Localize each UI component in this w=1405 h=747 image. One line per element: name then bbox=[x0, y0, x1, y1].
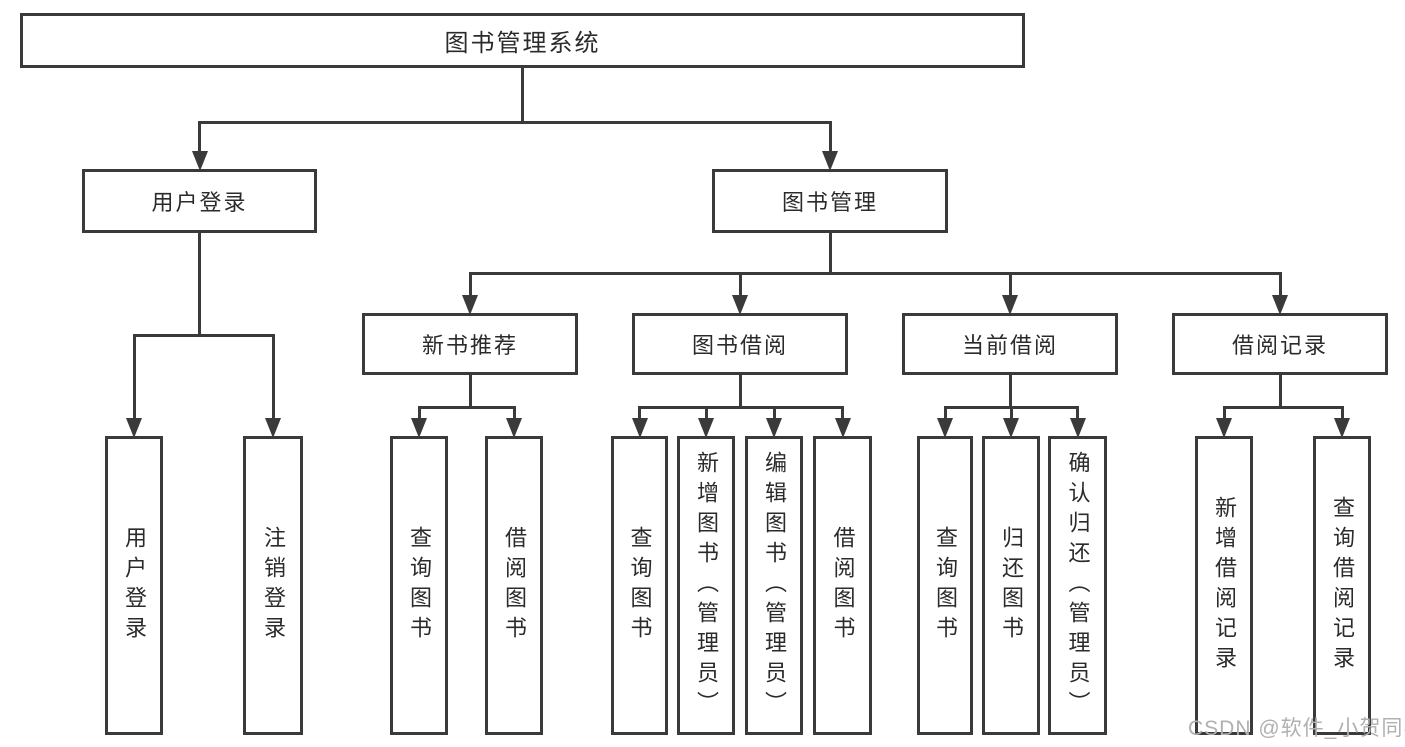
node-borrow-records: 借阅记录 bbox=[1172, 313, 1388, 375]
connector-drop-leaf-user-login bbox=[132, 333, 136, 420]
connector-stem-book-borrow bbox=[738, 375, 742, 407]
arrowhead-leaf-bb-borrow bbox=[834, 418, 851, 438]
node-label-current-borrow: 当前借阅 bbox=[961, 333, 1058, 358]
connector-drop-borrow-records bbox=[1278, 271, 1282, 297]
connector-drop-leaf-cb-query bbox=[943, 405, 947, 420]
node-label-leaf-rec-add: 新增借阅记录 bbox=[1212, 495, 1237, 676]
arrowhead-leaf-bb-add bbox=[698, 418, 714, 438]
node-label-leaf-bb-add: 新增图书（管理员） bbox=[694, 450, 719, 721]
node-label-leaf-user-login: 用户登录 bbox=[122, 525, 147, 646]
node-book-borrow: 图书借阅 bbox=[632, 313, 848, 375]
node-label-leaf-bb-borrow: 借阅图书 bbox=[830, 525, 856, 646]
node-leaf-logout: 注销登录 bbox=[243, 436, 303, 735]
connector-drop-leaf-cb-confirm bbox=[1076, 405, 1079, 420]
arrowhead-leaf-rec-query bbox=[1334, 418, 1350, 438]
connector-drop-leaf-nb-borrow bbox=[512, 405, 516, 420]
arrowhead-user-login bbox=[191, 151, 208, 171]
connector-drop-book-borrow bbox=[738, 271, 742, 297]
node-leaf-user-login: 用户登录 bbox=[105, 436, 163, 735]
node-label-book-borrow: 图书借阅 bbox=[691, 333, 788, 358]
node-label-new-book: 新书推荐 bbox=[421, 333, 518, 358]
node-leaf-nb-query: 查询图书 bbox=[390, 436, 448, 735]
connector-rail-borrow-records bbox=[1222, 405, 1344, 409]
connector-drop-current-borrow bbox=[1008, 271, 1012, 297]
connector-drop-user-login bbox=[198, 120, 201, 153]
node-user-login: 用户登录 bbox=[82, 169, 317, 233]
csdn-watermark: CSDN @软件_小贺同学 bbox=[1188, 717, 1405, 740]
node-leaf-cb-return: 归还图书 bbox=[982, 436, 1040, 735]
node-leaf-cb-query: 查询图书 bbox=[917, 436, 973, 735]
connector-stem-borrow-records bbox=[1278, 375, 1282, 407]
node-label-leaf-bb-query: 查询图书 bbox=[627, 525, 653, 646]
connector-drop-leaf-cb-return bbox=[1009, 405, 1013, 420]
connector-stem-new-book bbox=[468, 375, 472, 407]
connector-drop-leaf-bb-query bbox=[638, 405, 641, 420]
node-label-leaf-rec-query: 查询借阅记录 bbox=[1330, 495, 1355, 676]
connector-drop-leaf-rec-add bbox=[1222, 405, 1226, 420]
node-root: 图书管理系统 bbox=[20, 13, 1025, 68]
connector-stem-root bbox=[521, 68, 524, 122]
arrowhead-leaf-bb-query bbox=[631, 418, 648, 438]
connector-stem-current-borrow bbox=[1008, 375, 1012, 407]
node-label-user-login: 用户登录 bbox=[151, 190, 248, 215]
arrowhead-book-mgmt bbox=[822, 151, 838, 171]
node-leaf-rec-add: 新增借阅记录 bbox=[1195, 436, 1253, 735]
arrowhead-leaf-cb-confirm bbox=[1069, 418, 1086, 438]
connector-drop-leaf-logout bbox=[271, 333, 275, 420]
node-leaf-bb-edit: 编辑图书（管理员） bbox=[745, 436, 803, 735]
connector-rail-book-mgmt bbox=[468, 271, 1282, 275]
arrowhead-leaf-nb-borrow bbox=[506, 418, 522, 438]
connector-drop-leaf-nb-query bbox=[417, 405, 421, 420]
node-label-leaf-nb-borrow: 借阅图书 bbox=[502, 525, 527, 646]
node-current-borrow: 当前借阅 bbox=[902, 313, 1118, 375]
node-label-leaf-logout: 注销登录 bbox=[261, 525, 286, 646]
connector-rail-new-book bbox=[417, 405, 516, 409]
arrowhead-leaf-user-login bbox=[126, 418, 142, 438]
connector-drop-new-book bbox=[468, 271, 472, 297]
node-label-leaf-cb-confirm: 确认归还（管理员） bbox=[1065, 450, 1091, 721]
connector-drop-leaf-bb-edit bbox=[772, 405, 776, 420]
connector-drop-leaf-bb-borrow bbox=[841, 405, 844, 420]
arrowhead-borrow-records bbox=[1272, 295, 1288, 315]
connector-stem-book-mgmt bbox=[828, 233, 832, 273]
node-label-borrow-records: 借阅记录 bbox=[1231, 333, 1328, 358]
connector-drop-leaf-bb-add bbox=[704, 405, 708, 420]
node-label-leaf-cb-return: 归还图书 bbox=[999, 525, 1024, 646]
arrowhead-leaf-logout bbox=[265, 418, 281, 438]
node-leaf-bb-borrow: 借阅图书 bbox=[813, 436, 872, 735]
arrowhead-new-book bbox=[462, 295, 478, 315]
connector-stem-user-login bbox=[198, 233, 201, 335]
arrowhead-book-borrow bbox=[732, 295, 748, 315]
arrowhead-current-borrow bbox=[1002, 295, 1018, 315]
connector-drop-leaf-rec-query bbox=[1340, 405, 1344, 420]
node-book-mgmt: 图书管理 bbox=[712, 169, 948, 233]
node-label-leaf-cb-query: 查询图书 bbox=[933, 525, 958, 646]
node-new-book: 新书推荐 bbox=[362, 313, 578, 375]
node-label-leaf-nb-query: 查询图书 bbox=[407, 525, 432, 646]
connector-rail-user-login bbox=[132, 333, 275, 337]
connector-rail-root bbox=[198, 120, 832, 124]
node-leaf-bb-add: 新增图书（管理员） bbox=[677, 436, 735, 735]
node-label-book-mgmt: 图书管理 bbox=[781, 190, 878, 215]
arrowhead-leaf-bb-edit bbox=[766, 418, 782, 438]
arrowhead-leaf-nb-query bbox=[411, 418, 427, 438]
connector-rail-book-borrow bbox=[638, 405, 844, 409]
arrowhead-leaf-cb-return bbox=[1003, 418, 1019, 438]
arrowhead-leaf-cb-query bbox=[937, 418, 953, 438]
node-leaf-nb-borrow: 借阅图书 bbox=[485, 436, 543, 735]
node-label-root: 图书管理系统 bbox=[444, 30, 601, 57]
node-leaf-cb-confirm: 确认归还（管理员） bbox=[1048, 436, 1107, 735]
arrowhead-leaf-rec-add bbox=[1216, 418, 1232, 438]
node-leaf-bb-query: 查询图书 bbox=[611, 436, 668, 735]
node-leaf-rec-query: 查询借阅记录 bbox=[1313, 436, 1371, 735]
node-label-leaf-bb-edit: 编辑图书（管理员） bbox=[762, 450, 787, 721]
connector-drop-book-mgmt bbox=[828, 120, 832, 153]
